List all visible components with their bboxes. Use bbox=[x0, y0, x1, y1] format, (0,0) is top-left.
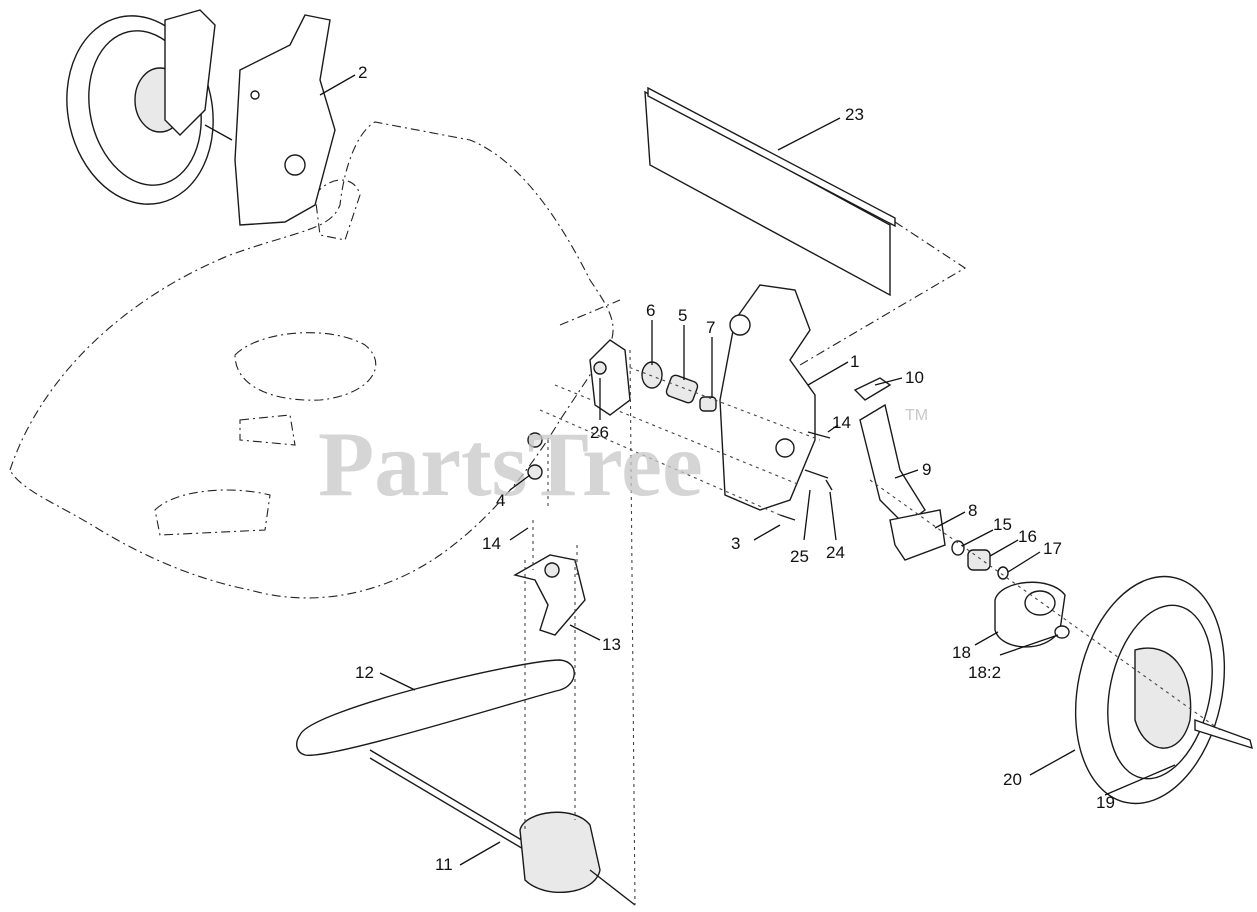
adjuster-arm bbox=[853, 377, 946, 561]
callout-5: 5 bbox=[678, 306, 687, 325]
leader-lines bbox=[319, 74, 1176, 866]
callout-26: 26 bbox=[590, 423, 609, 442]
rear-wheel-assembly bbox=[66, 9, 233, 205]
callout-18: 18 bbox=[952, 643, 971, 662]
callout-3: 3 bbox=[731, 534, 740, 553]
callout-17: 17 bbox=[1043, 539, 1062, 558]
callout-4: 4 bbox=[496, 491, 505, 510]
height-adjust-plate-right bbox=[719, 284, 816, 511]
callout-24: 24 bbox=[826, 543, 845, 562]
callout-9: 9 bbox=[922, 460, 931, 479]
callout-19: 19 bbox=[1096, 793, 1115, 812]
callout-labels: 2 23 6 5 7 1 10 26 14 9 4 8 15 16 17 14 … bbox=[355, 63, 1115, 874]
callout-23: 23 bbox=[845, 105, 864, 124]
callout-6: 6 bbox=[646, 301, 655, 320]
callout-20: 20 bbox=[1003, 770, 1022, 789]
transmission-and-axle bbox=[369, 349, 636, 906]
callout-11: 11 bbox=[435, 855, 453, 874]
drive-belt bbox=[296, 659, 575, 756]
callout-25: 25 bbox=[790, 547, 809, 566]
axle-small-parts bbox=[951, 540, 1009, 580]
watermark-brand: PartsTree bbox=[318, 413, 703, 515]
height-adjust-bracket-left bbox=[234, 14, 336, 226]
callout-7: 7 bbox=[706, 318, 715, 337]
callout-8: 8 bbox=[968, 501, 977, 520]
nuts bbox=[527, 432, 549, 510]
callout-12: 12 bbox=[355, 663, 374, 682]
callout-1: 1 bbox=[850, 352, 859, 371]
transmission-bracket bbox=[513, 520, 586, 636]
callout-14-lower: 14 bbox=[482, 534, 501, 553]
mower-deck-outline bbox=[9, 121, 621, 599]
callout-13: 13 bbox=[602, 635, 621, 654]
callout-2: 2 bbox=[358, 63, 367, 82]
callout-10: 10 bbox=[905, 368, 924, 387]
watermark-tm: TM bbox=[905, 407, 928, 424]
wheel-cover-and-washer bbox=[994, 581, 1070, 648]
watermark: PartsTree TM bbox=[318, 407, 928, 515]
callout-15: 15 bbox=[993, 515, 1012, 534]
callout-14-upper: 14 bbox=[832, 413, 851, 432]
fasteners bbox=[779, 431, 833, 521]
washer-and-bracket bbox=[589, 339, 631, 416]
callout-16: 16 bbox=[1018, 527, 1037, 546]
front-wheel-assembly bbox=[869, 479, 1253, 805]
rear-baffle bbox=[644, 86, 967, 366]
callout-18-2: 18:2 bbox=[968, 663, 1001, 682]
